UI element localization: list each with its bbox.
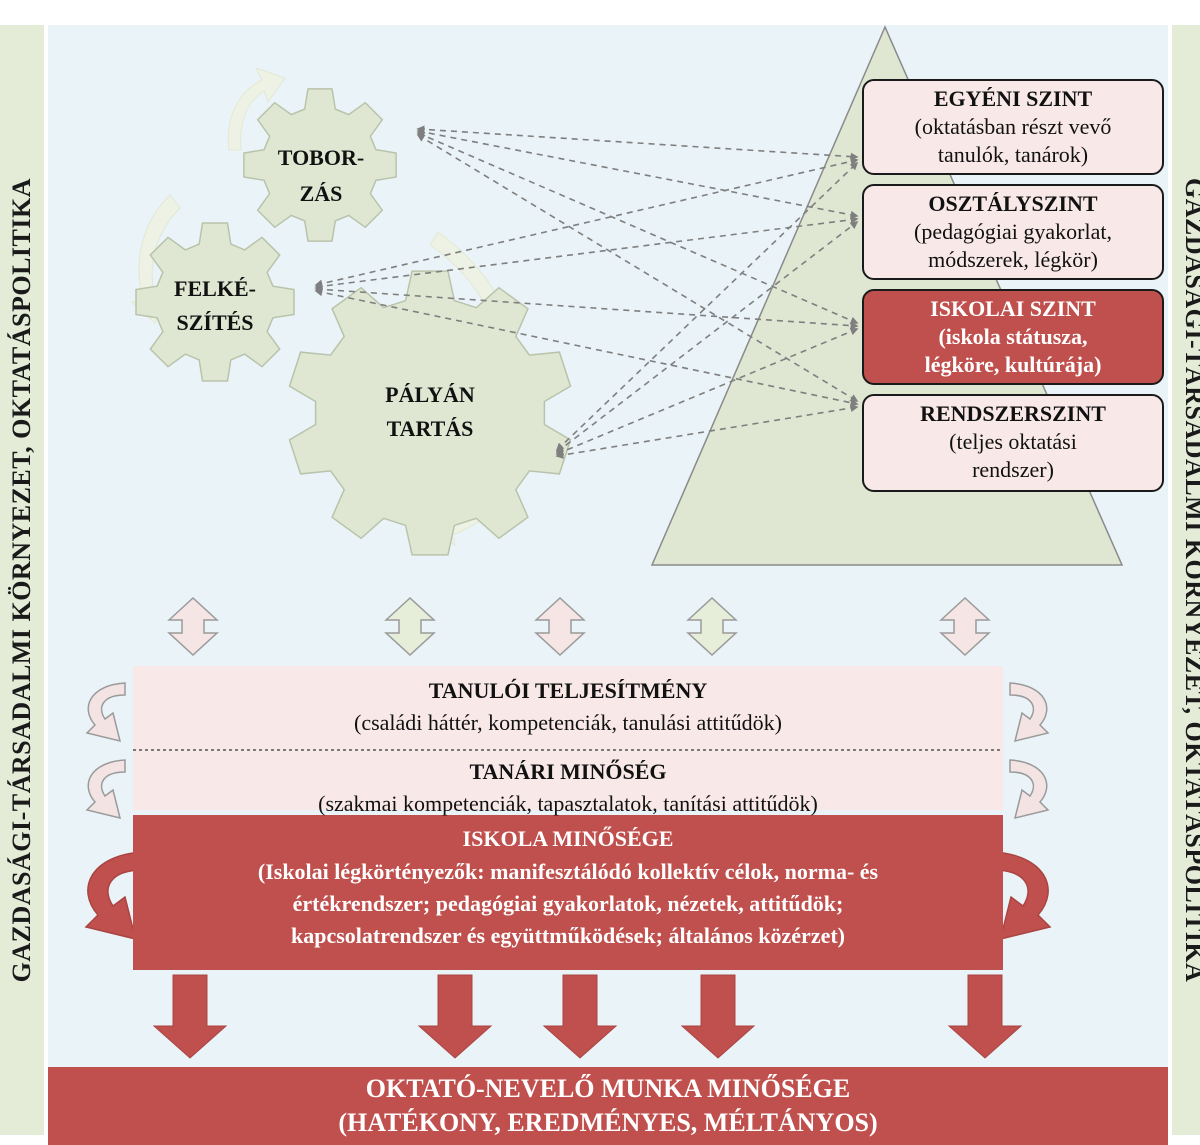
- education-quality-bar: OKTATÓ-NEVELŐ MUNKA MINŐSÉGE (HATÉKONY, …: [48, 1067, 1168, 1145]
- student-teacher-band: [133, 666, 1003, 810]
- gear-retain-line2: TARTÁS: [386, 416, 474, 441]
- right-side-label: GAZDASÁGI-TÁRSADALMI KÖRNYEZET, OKTATÁSP…: [1180, 177, 1200, 983]
- double-arrow: [534, 596, 586, 657]
- gear-prep: [135, 222, 295, 382]
- double-arrow: [167, 596, 219, 657]
- level-school: ISKOLAI SZINT (iskola státusza, légköre,…: [862, 289, 1164, 385]
- curved-arrow: [84, 851, 144, 941]
- connector-line: [416, 128, 859, 219]
- level-system-title: RENDSZERSZINT: [920, 401, 1106, 426]
- right-side-bar: GAZDASÁGI-TÁRSADALMI KÖRNYEZET, OKTATÁSP…: [1172, 25, 1200, 1135]
- education-quality-title: OKTATÓ-NEVELŐ MUNKA MINŐSÉGE: [365, 1074, 851, 1103]
- down-arrow: [152, 974, 228, 1059]
- connector-line: [555, 404, 859, 459]
- connector-line: [314, 215, 859, 291]
- level-system-line2: rendszer): [972, 457, 1054, 482]
- level-individual-title: EGYÉNI SZINT: [933, 86, 1093, 111]
- double-arrow: [384, 596, 436, 657]
- gear-prep-line2: SZÍTÉS: [176, 310, 254, 335]
- side-curved-arrows: [84, 682, 1052, 941]
- school-quality: ISKOLA MINŐSÉGE (Iskolai légkörtényezők:…: [133, 822, 1003, 952]
- gear-recruit-line2: ZÁS: [299, 181, 343, 206]
- level-class: OSZTÁLYSZINT (pedagógiai gyakorlat, móds…: [862, 184, 1164, 280]
- school-quality-band: [133, 815, 1003, 970]
- gear-label-recruit: TOBOR- ZÁS: [271, 140, 371, 212]
- teacher-quality-title: TANÁRI MINŐSÉG: [469, 759, 667, 784]
- education-quality-subtitle: (HATÉKONY, EREDMÉNYES, MÉLTÁNYOS): [338, 1108, 878, 1137]
- double-arrow: [686, 596, 738, 657]
- student-performance: TANULÓI TELJESÍTMÉNY (családi háttér, ko…: [133, 676, 1003, 740]
- down-arrows: [152, 974, 1023, 1059]
- curved-arrow: [1009, 682, 1050, 743]
- school-quality-title: ISKOLA MINŐSÉGE: [462, 826, 674, 851]
- curved-arrow: [85, 759, 126, 820]
- level-system-line1: (teljes oktatási: [949, 429, 1077, 454]
- gear-prep-line1: FELKÉ-: [174, 276, 256, 301]
- school-quality-line1: (Iskolai légkörtényezők: manifesztálódó …: [257, 859, 879, 884]
- teacher-quality: TANÁRI MINŐSÉG (szakmai kompetenciák, ta…: [133, 757, 1003, 821]
- level-school-line1: (iskola státusza,: [938, 324, 1088, 349]
- down-arrow: [947, 974, 1023, 1059]
- gear-level-connectors: [314, 125, 859, 459]
- level-class-line2: módszerek, légkör): [928, 247, 1098, 272]
- teacher-quality-desc: (szakmai kompetenciák, tapasztalatok, ta…: [318, 791, 818, 816]
- curved-arrow: [992, 851, 1052, 941]
- student-performance-title: TANULÓI TELJESÍTMÉNY: [428, 678, 708, 703]
- down-arrow: [680, 974, 756, 1059]
- connector-line: [314, 157, 859, 288]
- level-school-title: ISKOLAI SZINT: [930, 296, 1096, 321]
- level-individual-line2: tanulók, tanárok): [937, 142, 1089, 167]
- left-side-bar: GAZDASÁGI-TÁRSADALMI KÖRNYEZET, OKTATÁSP…: [0, 25, 44, 1135]
- down-arrow: [542, 974, 618, 1059]
- curved-arrow: [1009, 759, 1050, 820]
- gear-label-retain: PÁLYÁN TARTÁS: [370, 378, 490, 446]
- level-school-line2: légköre, kultúrája): [924, 352, 1102, 377]
- level-individual-line1: (oktatásban részt vevő: [914, 114, 1112, 139]
- level-system: RENDSZERSZINT (teljes oktatási rendszer): [862, 394, 1164, 492]
- down-arrow: [417, 974, 493, 1059]
- double-arrow: [939, 596, 991, 657]
- level-class-title: OSZTÁLYSZINT: [928, 191, 1098, 216]
- vertical-double-arrows: [167, 596, 991, 657]
- gear-recruit-line1: TOBOR-: [277, 145, 365, 170]
- school-quality-line3: kapcsolatrendszer és együttműködések; ál…: [290, 923, 846, 948]
- level-class-line1: (pedagógiai gyakorlat,: [914, 219, 1112, 244]
- school-quality-line2: értékrendszer; pedagógiai gyakorlatok, n…: [292, 891, 844, 916]
- level-individual: EGYÉNI SZINT (oktatásban részt vevő tanu…: [862, 79, 1164, 175]
- gear-label-prep: FELKÉ- SZÍTÉS: [160, 272, 270, 340]
- gear-retain-line1: PÁLYÁN: [385, 382, 475, 407]
- student-performance-desc: (családi háttér, kompetenciák, tanulási …: [354, 710, 782, 735]
- curved-arrow: [85, 682, 126, 743]
